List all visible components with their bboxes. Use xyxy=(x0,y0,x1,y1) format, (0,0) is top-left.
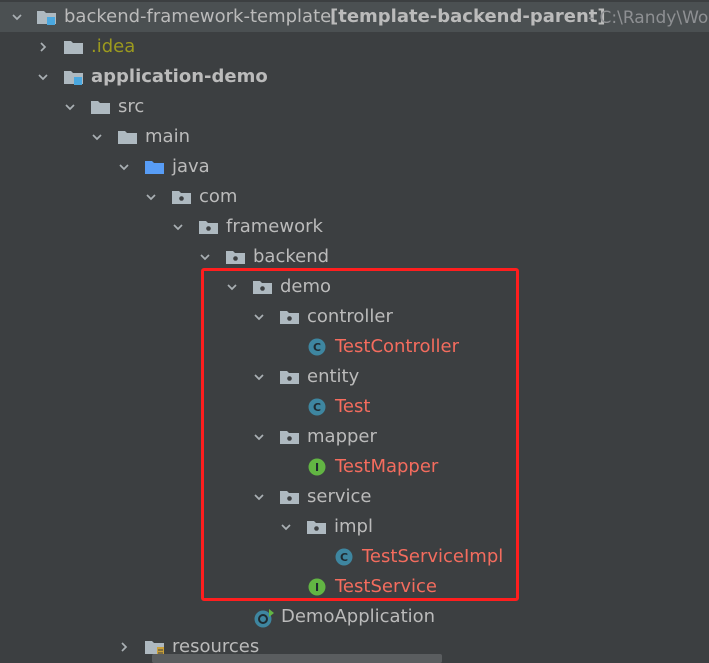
tree-row-main[interactable]: main xyxy=(0,122,709,152)
tree-row-entity[interactable]: entity xyxy=(0,362,709,392)
tree-label-application-demo: application-demo xyxy=(91,66,268,87)
tree-label-resources: resources xyxy=(172,636,260,657)
tree-label-test-controller: TestController xyxy=(335,336,459,357)
resources-folder-icon xyxy=(144,638,166,656)
tree-label-mapper: mapper xyxy=(307,426,377,447)
tree-label-test-service-impl: TestServiceImpl xyxy=(362,546,504,567)
tree-label-demo: demo xyxy=(280,276,332,297)
svg-text:I: I xyxy=(315,461,319,474)
tree-row-test-service[interactable]: I TestService xyxy=(0,572,709,602)
project-path: - C:\Randy\Wo xyxy=(588,8,709,28)
svg-text:C: C xyxy=(313,401,321,414)
class-c-icon: C xyxy=(306,338,328,356)
chevron-down-icon[interactable] xyxy=(200,252,210,262)
chevron-down-icon[interactable] xyxy=(12,12,22,22)
package-icon xyxy=(171,188,193,206)
folder-icon xyxy=(90,98,112,116)
tree-label-idea: .idea xyxy=(91,36,136,57)
chevron-right-icon[interactable] xyxy=(38,42,48,52)
tree-row-idea[interactable]: .idea xyxy=(0,32,709,62)
horizontal-scrollbar[interactable] xyxy=(152,654,442,663)
tree-row-resources[interactable]: resources xyxy=(0,632,709,662)
tree-row-java[interactable]: java xyxy=(0,152,709,182)
package-icon xyxy=(279,308,301,326)
tree-row-demo[interactable]: demo xyxy=(0,272,709,302)
tree-row-impl[interactable]: impl xyxy=(0,512,709,542)
tree-row-demo-application[interactable]: DemoApplication xyxy=(0,602,709,632)
chevron-down-icon[interactable] xyxy=(281,522,291,532)
chevron-down-icon[interactable] xyxy=(119,162,129,172)
tree-row-test-controller[interactable]: C TestController xyxy=(0,332,709,362)
package-icon xyxy=(252,278,274,296)
chevron-down-icon[interactable] xyxy=(92,132,102,142)
interface-i-icon: I xyxy=(306,578,328,596)
svg-text:C: C xyxy=(340,551,348,564)
tree-row-src[interactable]: src xyxy=(0,92,709,122)
chevron-down-icon[interactable] xyxy=(254,312,264,322)
tree-label-entity: entity xyxy=(307,366,360,387)
tree-label-demo-application: DemoApplication xyxy=(281,606,436,627)
module-folder-icon xyxy=(36,8,58,26)
tree-row-project-root[interactable]: backend-framework-template [template-bac… xyxy=(0,2,709,32)
tree-label-test: Test xyxy=(335,396,371,417)
tree-row-test-mapper[interactable]: I TestMapper xyxy=(0,452,709,482)
class-c-icon: C xyxy=(306,398,328,416)
tree-label-test-mapper: TestMapper xyxy=(335,456,439,477)
tree-label-test-service: TestService xyxy=(335,576,437,597)
chevron-down-icon[interactable] xyxy=(38,72,48,82)
source-root-folder-icon xyxy=(144,158,166,176)
chevron-right-icon[interactable] xyxy=(119,642,129,652)
package-icon xyxy=(198,218,220,236)
tree-label-main: main xyxy=(145,126,190,147)
folder-icon xyxy=(117,128,139,146)
folder-icon xyxy=(63,38,85,56)
project-module-tag: [template-backend-parent] xyxy=(330,6,606,27)
tree-row-com[interactable]: com xyxy=(0,182,709,212)
package-icon xyxy=(279,428,301,446)
module-folder-icon xyxy=(63,68,85,86)
tree-label-com: com xyxy=(199,186,238,207)
chevron-down-icon[interactable] xyxy=(227,282,237,292)
chevron-down-icon[interactable] xyxy=(254,372,264,382)
spring-boot-application-icon xyxy=(252,608,274,628)
chevron-down-icon[interactable] xyxy=(254,432,264,442)
tree-row-framework[interactable]: framework xyxy=(0,212,709,242)
tree-row-backend[interactable]: backend xyxy=(0,242,709,272)
tree-row-service[interactable]: service xyxy=(0,482,709,512)
package-icon xyxy=(279,368,301,386)
project-name: backend-framework-template xyxy=(64,6,332,27)
package-icon xyxy=(306,518,328,536)
tree-label-service: service xyxy=(307,486,372,507)
tree-row-mapper[interactable]: mapper xyxy=(0,422,709,452)
tree-label-controller: controller xyxy=(307,306,393,327)
tree-label-src: src xyxy=(118,96,145,117)
chevron-down-icon[interactable] xyxy=(254,492,264,502)
chevron-down-icon[interactable] xyxy=(146,192,156,202)
svg-text:C: C xyxy=(313,341,321,354)
class-c-icon: C xyxy=(333,548,355,566)
tree-label-framework: framework xyxy=(226,216,323,237)
package-icon xyxy=(279,488,301,506)
tree-row-test[interactable]: C Test xyxy=(0,392,709,422)
tree-row-controller[interactable]: controller xyxy=(0,302,709,332)
tree-label-java: java xyxy=(172,156,210,177)
tree-label-impl: impl xyxy=(334,516,373,537)
tree-label-backend: backend xyxy=(253,246,330,267)
package-icon xyxy=(225,248,247,266)
svg-text:I: I xyxy=(315,581,319,594)
tree-row-application-demo[interactable]: application-demo xyxy=(0,62,709,92)
tree-row-test-service-impl[interactable]: C TestServiceImpl xyxy=(0,542,709,572)
chevron-down-icon[interactable] xyxy=(173,222,183,232)
chevron-down-icon[interactable] xyxy=(65,102,75,112)
interface-i-icon: I xyxy=(306,458,328,476)
